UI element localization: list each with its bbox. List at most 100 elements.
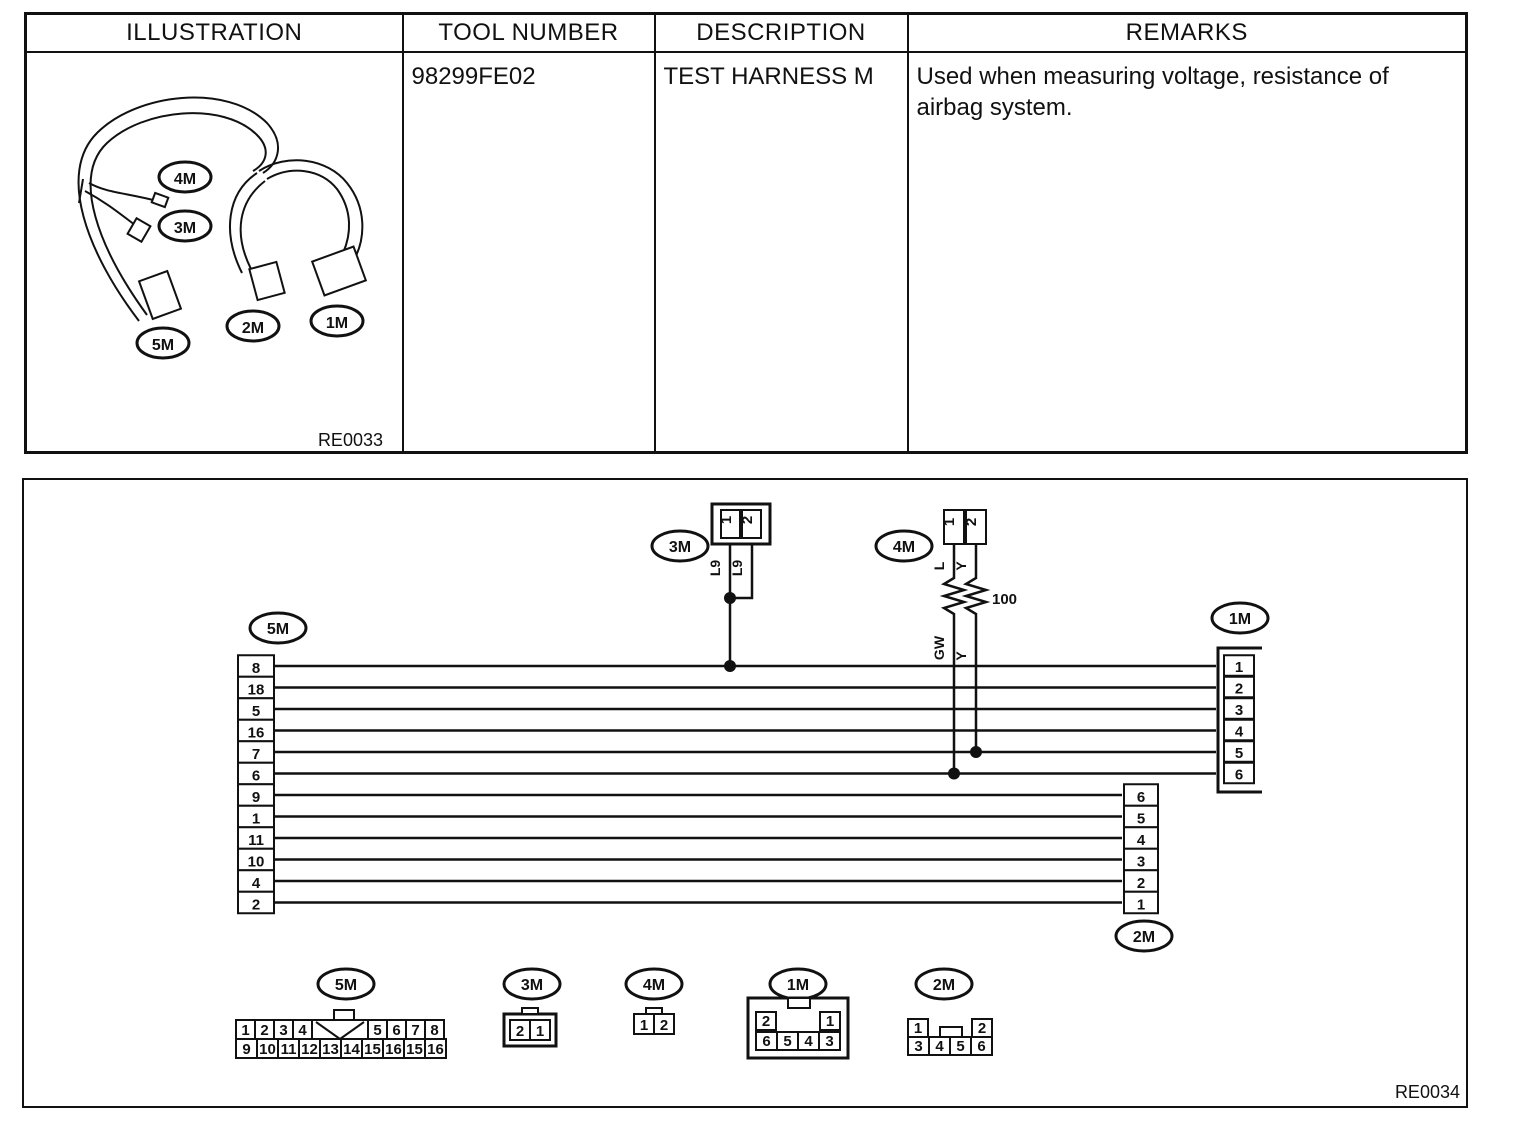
- harness-illustration: 4M 3M 5M 2M 1M RE0033: [77, 96, 383, 450]
- connector-1m-pin-text: 2: [1235, 680, 1243, 697]
- face-5m-pin-text: 16: [385, 1041, 402, 1058]
- header-description: DESCRIPTION: [653, 12, 909, 53]
- connector-3m-pin-text: 1: [718, 516, 735, 524]
- face-4m-key: [645, 1007, 663, 1015]
- face-1m-pin: [755, 1011, 777, 1031]
- tool-number-cell: 98299FE02: [401, 51, 656, 454]
- illustration-cell: 4M 3M 5M 2M 1M RE0033: [24, 51, 404, 454]
- tool-table: ILLUSTRATION TOOL NUMBER DESCRIPTION REM…: [24, 12, 1468, 454]
- face-5m-pin-text: 13: [322, 1041, 339, 1058]
- face-1m-key: [787, 997, 811, 1009]
- connector-5m-tag-label: 5M: [267, 621, 289, 638]
- header-tool-number: TOOL NUMBER: [401, 12, 656, 53]
- connector-4m-tag-label: 4M: [893, 539, 915, 556]
- connector-2m-pin-text: 5: [1137, 810, 1145, 827]
- svg-text:1M: 1M: [326, 315, 348, 332]
- face-5m-pin-text: 15: [406, 1041, 423, 1058]
- face-1m-pin-text: 2: [762, 1013, 770, 1030]
- svg-text:3M: 3M: [174, 220, 196, 237]
- header-remarks: REMARKS: [906, 12, 1468, 53]
- connector-1m-tag-label: 1M: [1229, 611, 1251, 628]
- connector-2m-pin-text: 3: [1137, 853, 1145, 870]
- face-5m-pin-text: 1: [241, 1022, 249, 1039]
- face-5m-pin: [424, 1038, 447, 1059]
- face-1m-pin-text: 3: [825, 1033, 833, 1050]
- face-5m-pin-text: 8: [430, 1022, 438, 1039]
- illustration-label-2m: 2M: [225, 309, 281, 343]
- face-4m-tag-oval: [624, 967, 684, 1001]
- face-3m-pin-text: 2: [516, 1023, 524, 1040]
- connector-2m-pin: [1123, 890, 1159, 915]
- face-5m-key: [333, 1009, 355, 1021]
- face-2m-pin-text: 5: [956, 1038, 964, 1055]
- connector-2m-tag-label: 2M: [1133, 929, 1155, 946]
- face-3m-key: [521, 1007, 539, 1015]
- splice-dot: [724, 660, 736, 672]
- wire: [961, 544, 991, 752]
- face-1m-pin-text: 1: [826, 1013, 834, 1030]
- illustration-label-3m: 3M: [157, 209, 213, 243]
- connector-5m-pin-text: 18: [248, 681, 265, 698]
- illustration-code: RE0033: [318, 430, 383, 450]
- face-5m-pin-text: 10: [259, 1041, 276, 1058]
- face-1m-pin: [818, 1031, 841, 1051]
- connector-5m-tag-oval: [248, 611, 308, 645]
- face-1m-pin-text: 5: [783, 1033, 791, 1050]
- resistor-value: 100: [992, 591, 1017, 608]
- face-2m-pin-text: 1: [914, 1020, 922, 1037]
- wire-color-label: Y: [953, 561, 969, 571]
- connector-5m-pin-text: 11: [248, 832, 264, 849]
- face-4m-pin-text: 1: [640, 1017, 648, 1034]
- connector-3m-pin: [720, 509, 741, 539]
- svg-text:4M: 4M: [174, 171, 196, 188]
- face-5m-pin-text: 12: [301, 1041, 318, 1058]
- connector-5m-pin-text: 2: [252, 896, 260, 913]
- face-5m-tag-label: 5M: [335, 977, 357, 994]
- face-5m-pin-text: 9: [242, 1041, 250, 1058]
- diagram-code: RE0034: [1395, 1082, 1460, 1102]
- face-3m-pin: [529, 1019, 551, 1041]
- face-2m-key: [939, 1026, 963, 1038]
- connector-1m-pin-text: 3: [1235, 702, 1243, 719]
- face-2m-pin-text: 4: [935, 1038, 944, 1055]
- connector-5m-pin-text: 7: [252, 746, 260, 763]
- face-2m-pin: [970, 1036, 993, 1056]
- splice-dot: [948, 767, 960, 780]
- face-3m-pin-text: 1: [536, 1023, 544, 1040]
- connector-5m-pin-text: 6: [252, 767, 260, 784]
- connector-1m-pin-text: 1: [1235, 659, 1243, 676]
- face-2m-pin-text: 2: [978, 1020, 986, 1037]
- illustration-label-4m: 4M: [157, 160, 213, 194]
- face-5m-pin-text: 16: [427, 1041, 444, 1058]
- remarks-cell: Used when measuring voltage, resistance …: [906, 51, 1468, 454]
- illustration-label-5m: 5M: [135, 326, 191, 360]
- face-5m-pin-text: 6: [392, 1022, 400, 1039]
- wire-color-label: L9: [729, 560, 745, 577]
- connector-1m-housing: [1216, 646, 1262, 794]
- wire-color-label: Y: [953, 651, 969, 661]
- face-4m-pin-text: 2: [660, 1017, 668, 1034]
- connector-2m-pin-text: 4: [1137, 832, 1146, 849]
- face-1m-pin: [819, 1011, 841, 1031]
- connector-3m-tag-oval: [650, 529, 710, 563]
- face-5m-pin-text: 7: [411, 1022, 419, 1039]
- connector-1m-tag-oval: [1210, 601, 1270, 635]
- face-5m-pin-text: 15: [364, 1041, 381, 1058]
- connector-4m-tag-oval: [874, 529, 934, 563]
- description-cell: TEST HARNESS M: [653, 51, 909, 454]
- face-2m-pin-text: 3: [914, 1038, 922, 1055]
- connector-5m-pin-text: 1: [252, 810, 260, 827]
- face-4m-tag-label: 4M: [643, 977, 665, 994]
- connector-3m-pin: [741, 509, 762, 539]
- connector-5m-pin-text: 4: [252, 875, 261, 892]
- connector-1m-pin: [1223, 761, 1255, 785]
- face-4m-pin: [653, 1013, 675, 1035]
- wire: [939, 544, 969, 772]
- connector-3m-tag-label: 3M: [669, 539, 691, 556]
- connector-2m-pin-text: 2: [1137, 875, 1145, 892]
- face-2m-pin-text: 6: [977, 1038, 985, 1055]
- connector-5m-pin-text: 9: [252, 789, 260, 806]
- svg-text:5M: 5M: [152, 337, 174, 354]
- face-5m-pin-text: 2: [260, 1022, 268, 1039]
